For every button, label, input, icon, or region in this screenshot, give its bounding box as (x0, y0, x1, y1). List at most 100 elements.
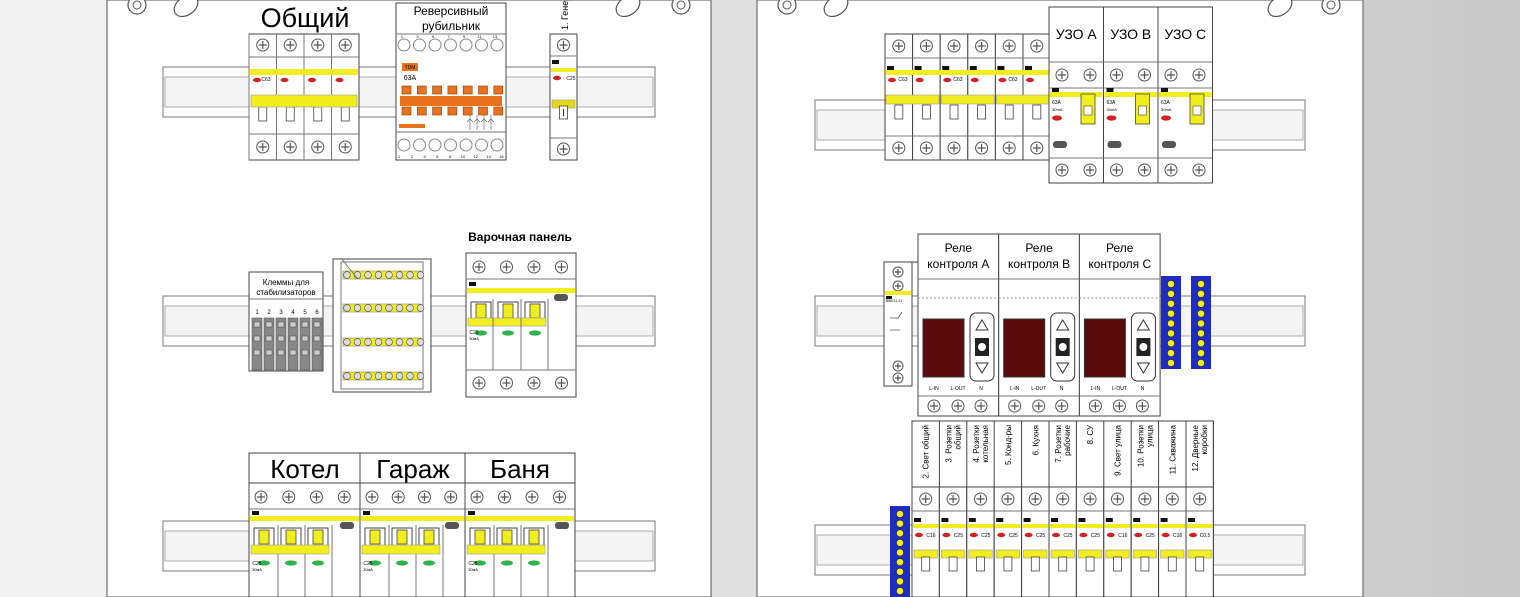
terminal-number: 5 (303, 310, 307, 316)
indicator (1079, 532, 1088, 538)
terminal-hole (444, 138, 457, 152)
rating-label: 63A (1107, 100, 1117, 106)
screw-slot (977, 144, 986, 152)
brand-mark (969, 66, 977, 70)
busbar-screw (395, 304, 404, 312)
row3-label: Баня (490, 454, 550, 484)
screw-slot (528, 493, 536, 501)
screw-slot (557, 263, 566, 271)
terminal-hole (397, 138, 411, 152)
circuit-breaker: C25 (549, 33, 578, 161)
mount-hole-inner (782, 0, 792, 10)
relay-set-button-ring (977, 342, 987, 352)
terminal-hole (490, 38, 504, 52)
leak-label: 30mA (1052, 107, 1063, 112)
screw-slot (1032, 144, 1041, 152)
group-label: 9. Свет улица (1114, 424, 1123, 475)
terminal-hole (459, 38, 473, 52)
indicator (553, 75, 561, 81)
screw-slot (1057, 402, 1066, 410)
busbar-screw (896, 587, 904, 595)
clamp-screw (313, 321, 321, 328)
terminal-number: 6 (315, 310, 319, 316)
indicator (258, 560, 270, 566)
screw-slot (950, 42, 958, 50)
busbar-screw (1197, 289, 1205, 298)
breaker-toggle-bar (996, 94, 1050, 105)
relay-terminal-label: L-IN (929, 386, 939, 392)
group-label: 12. Дверные (1191, 424, 1200, 471)
switch-lever (416, 106, 427, 116)
terminal-number: 1 (255, 310, 259, 316)
breaker-toggle-bar (250, 94, 358, 108)
rating-label: C25 (469, 330, 478, 336)
toggle-frame (470, 301, 492, 322)
rating-label: C16 (1173, 533, 1182, 539)
indicator (888, 77, 896, 83)
indicator (943, 77, 952, 83)
brand-label: TDM (405, 65, 416, 71)
terminal-number: 6 (436, 154, 439, 159)
busbar-screw (896, 548, 904, 557)
group-label: 4. Розетки (972, 425, 981, 463)
breaker-stripe (250, 516, 359, 521)
schematic-symbol (487, 115, 495, 130)
breaker-stripe (995, 524, 1021, 528)
breaker-stripe (361, 516, 464, 521)
breaker-toggle (1113, 556, 1122, 572)
screw-slot (1003, 495, 1012, 503)
relay-set-button-ring (1138, 342, 1149, 352)
breaker-toggle (369, 529, 381, 545)
indicator (942, 532, 951, 538)
busbar-screw (896, 558, 904, 567)
screw-slot (894, 42, 903, 50)
down-arrow-icon (975, 362, 989, 374)
terminal-number: 4 (423, 154, 426, 159)
toggle-frame (253, 527, 275, 550)
indicator (1024, 532, 1033, 538)
terminal-hole (397, 38, 411, 52)
breaker-toggle (1167, 556, 1177, 572)
busbar-screw (406, 372, 414, 380)
brand-mark (1105, 518, 1113, 522)
relay-label: контроля A (927, 257, 989, 271)
indicator (998, 77, 1007, 83)
busbar-screw (896, 538, 904, 547)
indicator (501, 560, 513, 566)
screw-slot (420, 493, 429, 501)
switch-lever (401, 85, 412, 95)
brand-mark (1051, 518, 1058, 522)
screw-slot (1195, 495, 1204, 503)
breaker-stripe (1132, 524, 1158, 528)
reverse-switch-label: Реверсивный (414, 4, 489, 18)
screw-slot (340, 493, 349, 501)
terminal-clamp (287, 317, 299, 371)
relay-label: Реле (945, 241, 973, 255)
busbar-screw (406, 271, 414, 279)
breaker-toggle (1195, 556, 1205, 572)
indicator (502, 330, 514, 336)
schematic-symbol (466, 115, 474, 130)
schematic-symbol (473, 115, 481, 130)
busbar-screw (896, 510, 904, 518)
relay-terminal-label: N (1141, 386, 1145, 392)
breaker-stripe (967, 524, 994, 528)
clamp-screw (301, 321, 309, 328)
relay-display (1003, 318, 1046, 378)
breaker-toggle (285, 106, 295, 122)
brand-mark (886, 296, 892, 299)
schematic-symbol (480, 115, 488, 130)
mount-slot (173, 0, 199, 18)
general-label: Общий (261, 3, 350, 33)
busbar-screw (374, 304, 383, 312)
terminal-number: 9 (463, 34, 466, 39)
leak-label: 30mA (1161, 107, 1172, 112)
busbar-screw (416, 304, 425, 312)
screw-slot (1168, 495, 1177, 503)
breaker-toggle (1140, 556, 1150, 572)
busbar-screw (395, 338, 404, 346)
group-label: улица (1145, 424, 1154, 447)
leak-label: 30мA (252, 567, 262, 572)
